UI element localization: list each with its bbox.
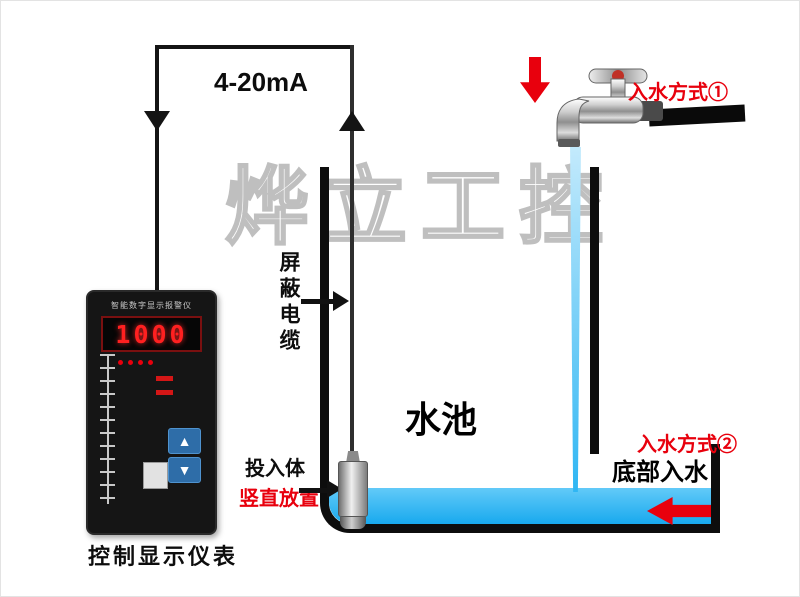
cable-pointer-head — [333, 291, 349, 311]
faucet-supply-connector — [637, 101, 663, 121]
instrument-indicator-leds — [118, 360, 153, 365]
falling-water-stream — [570, 147, 581, 492]
supply-pipe — [648, 104, 746, 127]
wire-left — [155, 45, 159, 292]
red-arrow-down-icon — [520, 57, 550, 103]
inlet-method-1-label: 入水方式① — [628, 82, 728, 104]
led-dot — [128, 360, 133, 365]
led-dot — [148, 360, 153, 365]
signal-label: 4-20mA — [214, 67, 308, 97]
tank-outline — [320, 167, 720, 533]
aux-indicator — [156, 376, 173, 381]
control-display-instrument: 智能数字显示报警仪 1000 ▲ ▼ — [86, 290, 217, 535]
level-sensor — [338, 451, 368, 531]
arrow-up-icon — [339, 111, 365, 131]
down-triangle-icon: ▼ — [177, 462, 192, 478]
water-surface — [329, 488, 711, 524]
instrument-caption: 控制显示仪表 — [88, 544, 239, 569]
arrow-down-icon — [144, 111, 170, 131]
up-triangle-icon: ▲ — [177, 433, 192, 449]
cable-pointer-shaft — [301, 299, 335, 304]
cable-pointer-arrow-icon — [301, 291, 349, 313]
faucet-icon — [556, 68, 663, 147]
instrument-title: 智能数字显示报警仪 — [111, 301, 192, 310]
aux-indicator — [156, 390, 173, 395]
inlet-method-2-label: 入水方式② — [637, 434, 737, 456]
sensor-body — [338, 461, 368, 517]
cable-label: 屏蔽电缆 — [277, 251, 300, 355]
sensor-label-line1: 投入体 — [245, 458, 305, 480]
led-dot — [118, 360, 123, 365]
instrument-down-button: ▼ — [168, 457, 201, 483]
led-dot — [138, 360, 143, 365]
wire-right-cable — [350, 45, 354, 457]
sensor-label-line2: 竖直放置 — [239, 488, 319, 510]
instrument-led-display: 1000 — [101, 316, 202, 352]
pool-label: 水池 — [405, 399, 478, 440]
instrument-scale-ticks — [100, 354, 115, 506]
instrument-small-window — [143, 462, 168, 489]
wire-top — [155, 45, 354, 49]
sensor-tip — [340, 517, 366, 529]
sensor-cable-gland — [346, 451, 360, 463]
tank-right-wall — [590, 167, 599, 454]
sensor-pointer-arrow-icon — [299, 480, 343, 501]
instrument-up-button: ▲ — [168, 428, 201, 454]
sensor-pointer-shaft — [299, 488, 329, 493]
inlet-method-2-sublabel: 底部入水 — [612, 459, 708, 486]
instrument-display-value: 1000 — [115, 319, 188, 349]
faucet-spout-mouth — [558, 139, 580, 147]
tank-inlet-channel-wall — [711, 444, 720, 528]
instrument-aux-indicators — [156, 376, 173, 395]
watermark-text: 烨立工控 — [224, 160, 618, 254]
